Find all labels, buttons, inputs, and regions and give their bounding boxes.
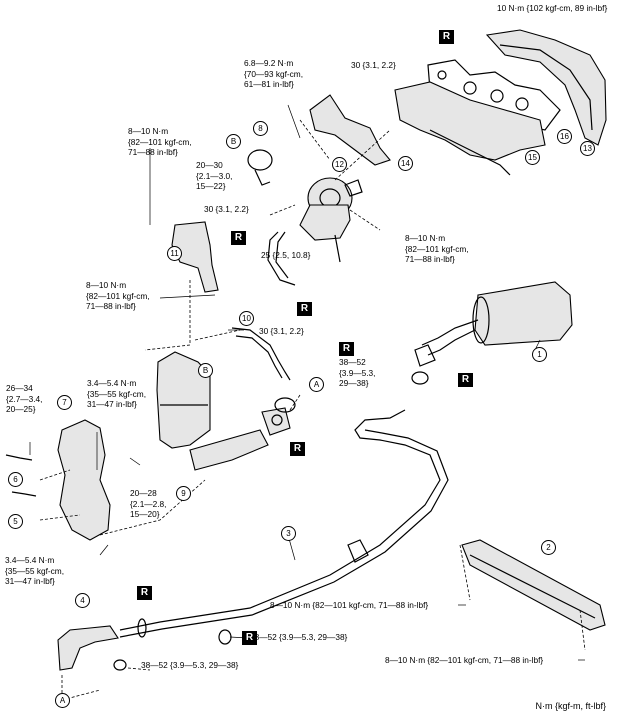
part-number: 9 bbox=[176, 486, 191, 501]
torque-label: 3.4—5.4 N·m{35—55 kgf-cm,31—47 in-lbf} bbox=[87, 378, 147, 409]
part-number: 6 bbox=[8, 472, 23, 487]
part-number: 15 bbox=[525, 150, 540, 165]
torque-label: 3.4—5.4 N·m{35—55 kgf-cm,31—47 in-lbf} bbox=[5, 555, 65, 586]
torque-label: 26—34{2.7—3.4,20—25} bbox=[6, 383, 43, 414]
torque-label: 8—10 N·m {82—101 kgf-cm, 71—88 in-lbf} bbox=[270, 600, 429, 610]
oxygen-sensor-5 bbox=[11, 491, 37, 497]
torque-label: 8—10 N·m {82—101 kgf-cm, 71—88 in-lbf} bbox=[385, 655, 544, 665]
part-number: 2 bbox=[541, 540, 556, 555]
torque-label: 25 {2.5, 10.8} bbox=[261, 250, 311, 260]
heat-insulator-13 bbox=[485, 29, 607, 146]
turbocharger-12 bbox=[299, 177, 363, 263]
part-number: 1 bbox=[532, 347, 547, 362]
ref-letter-b: B bbox=[198, 363, 213, 378]
torque-label: 38—52{3.9—5.3,29—38} bbox=[339, 357, 376, 388]
replace-badge: R bbox=[290, 442, 305, 456]
part-number: 8 bbox=[253, 121, 268, 136]
replace-badge: R bbox=[297, 302, 312, 316]
replace-badge: R bbox=[231, 231, 246, 245]
torque-label: 8—10 N·m{82—101 kgf-cm,71—88 in-lbf} bbox=[86, 280, 150, 311]
torque-label: 38—52 {3.9—5.3, 29—38} bbox=[250, 632, 348, 642]
part-number: 11 bbox=[167, 246, 182, 261]
part-number: 7 bbox=[57, 395, 72, 410]
front-pipe-4 bbox=[57, 625, 119, 671]
replace-badge: R bbox=[439, 30, 454, 44]
torque-label: 30 {3.1, 2.2} bbox=[204, 204, 249, 214]
torque-label: 8—10 N·m{82—101 kgf-cm,71—88 in-lbf} bbox=[405, 233, 469, 264]
part-number: 10 bbox=[239, 311, 254, 326]
oxygen-sensor-6 bbox=[5, 454, 33, 461]
part-number: 13 bbox=[580, 141, 595, 156]
ref-letter-a: A bbox=[309, 377, 324, 392]
torque-label: 30 {3.1, 2.2} bbox=[351, 60, 396, 70]
replace-badge: R bbox=[458, 373, 473, 387]
bracket-10 bbox=[231, 327, 291, 381]
heat-insulator-7 bbox=[57, 419, 111, 541]
muffler-1 bbox=[421, 281, 573, 356]
part-number: 12 bbox=[332, 157, 347, 172]
replace-badge: R bbox=[339, 342, 354, 356]
part-number: 14 bbox=[398, 156, 413, 171]
bracket-14 bbox=[309, 94, 391, 166]
main-pipe-3 bbox=[119, 409, 441, 631]
torque-label: 8—10 N·m{82—101 kgf-cm,71—88 in-lbf} bbox=[128, 126, 192, 157]
exhaust-manifold-15 bbox=[394, 81, 546, 161]
clamp-8 bbox=[247, 149, 273, 171]
part-number: 3 bbox=[281, 526, 296, 541]
ref-letter-b: B bbox=[226, 134, 241, 149]
ref-letter-a: A bbox=[55, 693, 70, 708]
replace-badge: R bbox=[137, 586, 152, 600]
torque-label: 30 {3.1, 2.2} bbox=[259, 326, 304, 336]
catalytic-converter-9 bbox=[156, 351, 291, 471]
cross-member-2 bbox=[461, 539, 606, 631]
torque-label: 20—30{2.1—3.0,15—22} bbox=[196, 160, 233, 191]
unit-note: N·m {kgf-m, ft-lbf} bbox=[535, 701, 606, 711]
part-number: 5 bbox=[8, 514, 23, 529]
torque-label: 38—52 {3.9—5.3, 29—38} bbox=[141, 660, 239, 670]
part-number: 4 bbox=[75, 593, 90, 608]
torque-label: 10 N·m {102 kgf-cm, 89 in-lbf} bbox=[497, 3, 608, 13]
part-number: 16 bbox=[557, 129, 572, 144]
replace-badge: R bbox=[242, 631, 257, 645]
torque-label: 6.8—9.2 N·m{70—93 kgf-cm,61—81 in-lbf} bbox=[244, 58, 304, 89]
torque-label: 20—28{2.1—2.8,15—20} bbox=[130, 488, 167, 519]
